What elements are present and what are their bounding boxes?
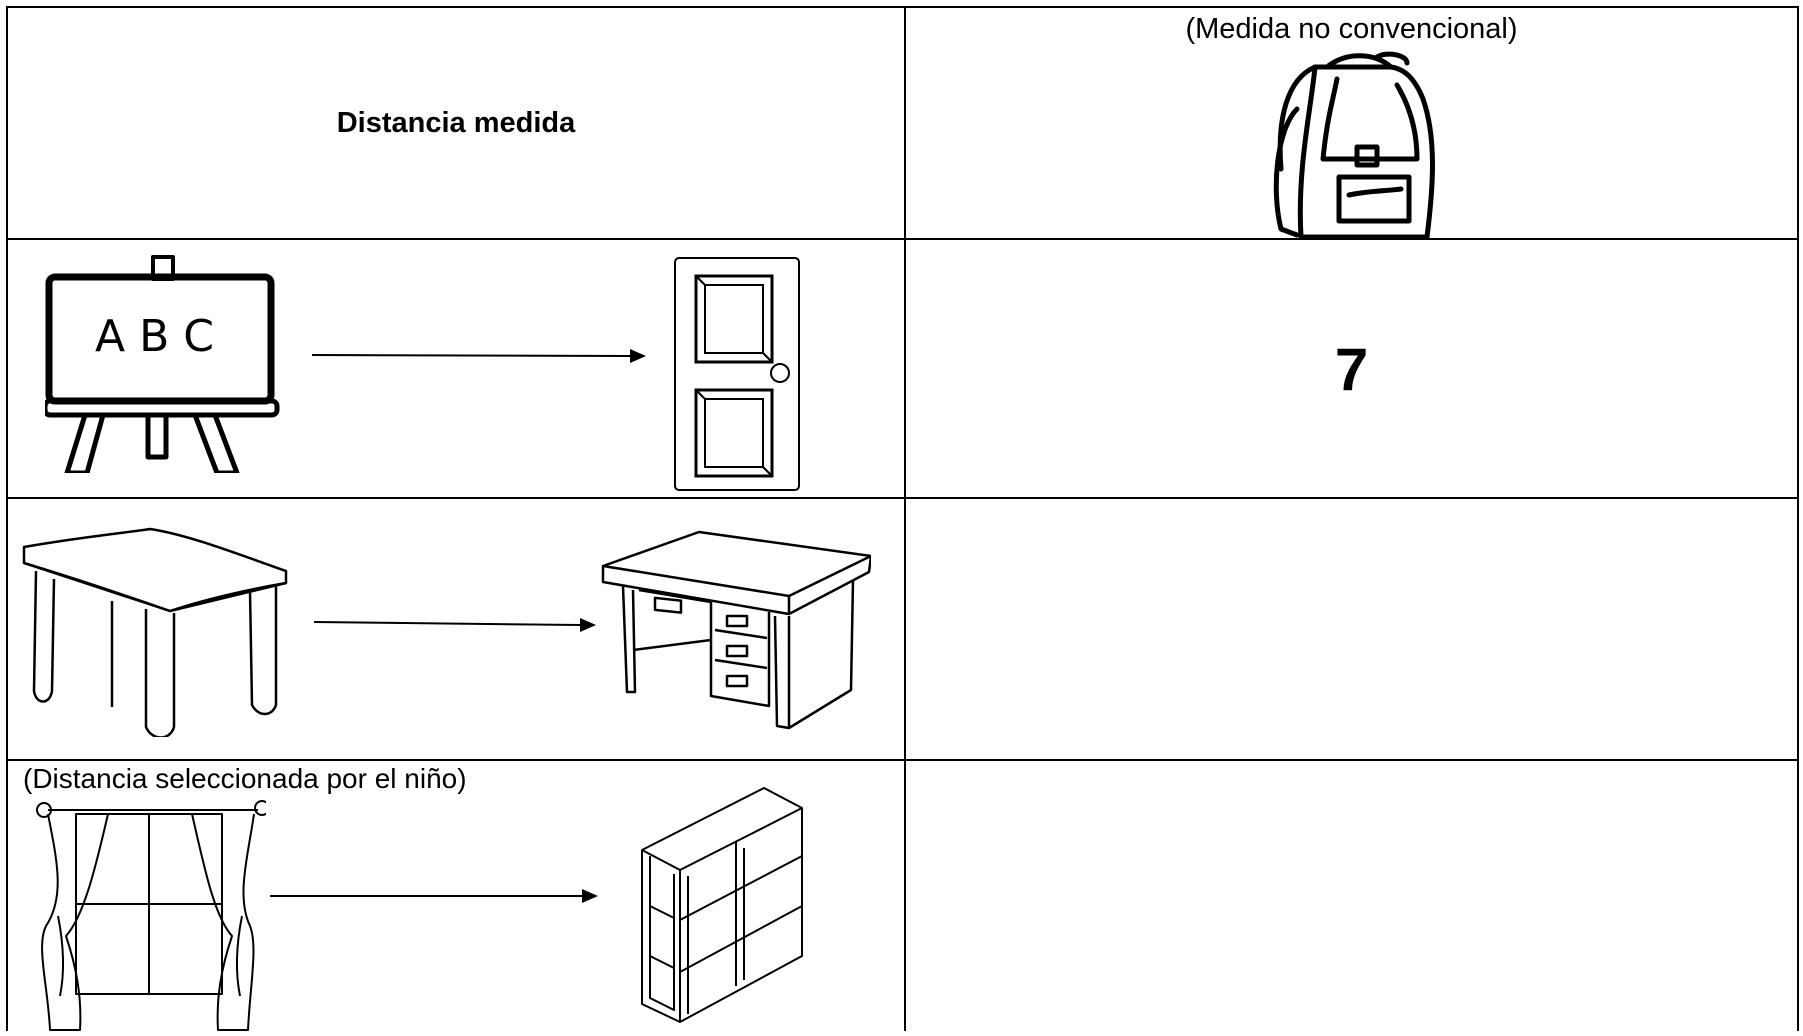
row3-measure-value bbox=[905, 761, 1798, 1031]
row2-measure-value bbox=[905, 499, 1798, 759]
row3-arrow-icon bbox=[270, 889, 598, 903]
row2-to-picture bbox=[599, 530, 873, 735]
backpack-icon bbox=[1273, 51, 1435, 240]
row1-arrow-icon bbox=[312, 349, 646, 363]
row3-note: (Distancia seleccionada por el niño) bbox=[23, 763, 467, 794]
header-distance-label: Distancia medida bbox=[336, 106, 576, 139]
row2-arrow-icon bbox=[314, 618, 596, 632]
row1-to-picture bbox=[674, 257, 800, 496]
desk-icon bbox=[601, 530, 873, 730]
row3-from-picture bbox=[36, 796, 270, 1036]
header-distance-cell: Distancia medida bbox=[7, 7, 905, 239]
row1-measure-value: 7 bbox=[1334, 335, 1369, 403]
table-icon bbox=[22, 527, 288, 739]
row3-to-picture bbox=[640, 786, 806, 1031]
chalkboard-text: A B C bbox=[95, 311, 214, 362]
row2-from-picture bbox=[20, 527, 290, 742]
chalkboard-easel-icon: A B C bbox=[42, 255, 280, 476]
unit-note: (Medida no convencional) bbox=[1185, 13, 1518, 45]
window-curtains-icon bbox=[36, 800, 270, 1031]
header-unit-cell: (Medida no convencional) bbox=[905, 7, 1798, 240]
bookshelf-icon bbox=[641, 787, 803, 1023]
door-icon bbox=[674, 257, 800, 491]
row1-from-picture: A B C bbox=[42, 253, 281, 478]
